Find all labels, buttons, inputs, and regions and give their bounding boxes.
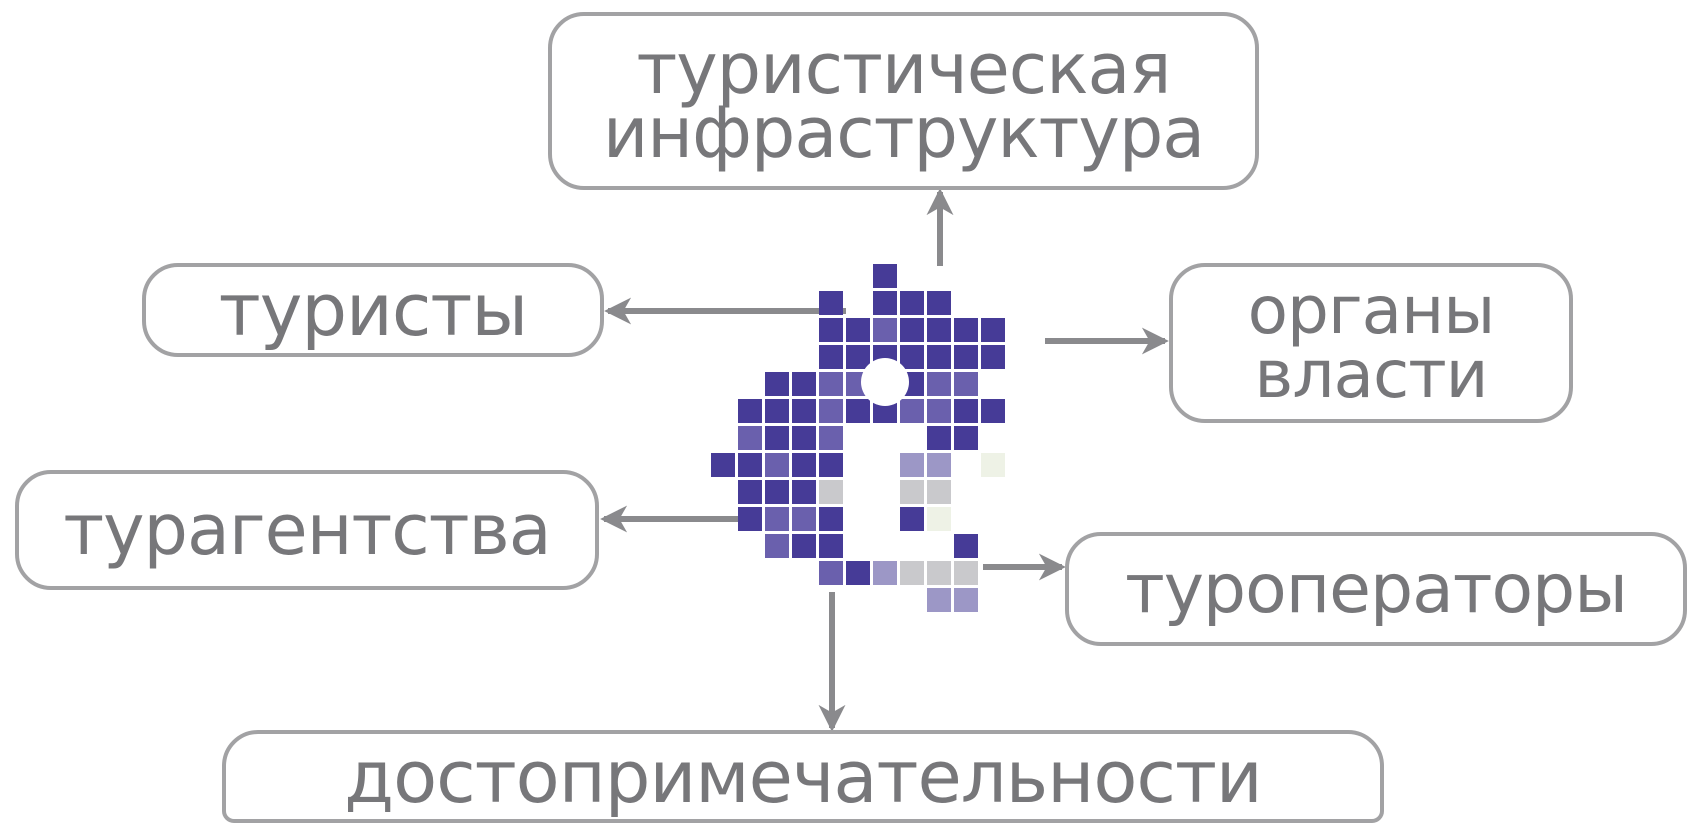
logo-tile [765, 453, 789, 477]
logo-tile [738, 480, 762, 504]
logo-tile [819, 480, 843, 504]
logo-tile [900, 480, 924, 504]
logo-tile [792, 426, 816, 450]
logo-tile [981, 345, 1005, 369]
logo-tile [765, 426, 789, 450]
logo-tile [738, 399, 762, 423]
logo-tile [927, 588, 951, 612]
logo-tile [873, 318, 897, 342]
logo-tile [954, 426, 978, 450]
logo-tile [819, 561, 843, 585]
logo-tile [765, 372, 789, 396]
logo-tile [954, 372, 978, 396]
logo-tile [954, 399, 978, 423]
logo-tile [900, 291, 924, 315]
logo-tile [873, 291, 897, 315]
connector-arrows [600, 188, 1169, 732]
logo-tile [981, 318, 1005, 342]
logo-tile [900, 507, 924, 531]
logo-tile [927, 399, 951, 423]
logo-tile [954, 534, 978, 558]
node-tour-operators-label: туроператоры [1125, 549, 1628, 629]
logo-tile [738, 426, 762, 450]
logo-tile [954, 345, 978, 369]
logo-tile [792, 480, 816, 504]
logo-tile [792, 453, 816, 477]
logo-tile [954, 318, 978, 342]
logo-tile [873, 264, 897, 288]
logo-tile [765, 399, 789, 423]
node-authorities: органы власти [1169, 263, 1573, 423]
logo-tile [900, 561, 924, 585]
pixel-logo-icon [711, 264, 1005, 612]
logo-tile [927, 453, 951, 477]
logo-tile [819, 426, 843, 450]
node-travel-agencies-label: турагентства [63, 489, 551, 571]
logo-tile [819, 453, 843, 477]
logo-tile [954, 561, 978, 585]
logo-tile [981, 453, 1005, 477]
logo-tile [819, 399, 843, 423]
logo-tile [927, 291, 951, 315]
logo-tile [927, 372, 951, 396]
logo-tile [927, 507, 951, 531]
logo-tile [927, 318, 951, 342]
logo-tile [873, 561, 897, 585]
node-tourist-infrastructure-line2: инфраструктура [602, 92, 1205, 174]
logo-tile [846, 561, 870, 585]
node-authorities-line1: органы [1247, 272, 1496, 349]
node-tourists-label: туристы [218, 268, 528, 352]
logo-tile [792, 399, 816, 423]
logo-tile [819, 372, 843, 396]
logo-tile [819, 534, 843, 558]
node-tourist-infrastructure: туристическая инфраструктура [548, 12, 1259, 190]
logo-tile [927, 426, 951, 450]
logo-tile [846, 318, 870, 342]
logo-tile [846, 345, 870, 369]
logo-tile [792, 372, 816, 396]
logo-tile [819, 507, 843, 531]
logo-tile [792, 507, 816, 531]
logo-tile [819, 291, 843, 315]
logo-tile [846, 399, 870, 423]
logo-tile [765, 534, 789, 558]
logo-tile [900, 318, 924, 342]
node-travel-agencies: турагентства [15, 470, 599, 590]
logo-tile [711, 453, 735, 477]
node-attractions: достопримечательности [222, 730, 1384, 823]
logo-tile [792, 534, 816, 558]
logo-tile [981, 399, 1005, 423]
logo-tile [900, 453, 924, 477]
logo-tile [927, 345, 951, 369]
logo-tile [819, 318, 843, 342]
node-tour-operators: туроператоры [1065, 532, 1687, 646]
logo-tile [900, 399, 924, 423]
logo-dot [861, 358, 909, 406]
logo-tile [765, 480, 789, 504]
node-attractions-label: достопримечательности [344, 734, 1262, 819]
logo-tile [738, 453, 762, 477]
node-authorities-line2: власти [1254, 336, 1488, 413]
logo-tile [900, 345, 924, 369]
logo-tile [819, 345, 843, 369]
logo-tile [738, 507, 762, 531]
logo-tile [954, 588, 978, 612]
node-tourists: туристы [142, 263, 604, 357]
node-tourist-infrastructure-line1: туристическая [636, 28, 1171, 110]
logo-tile [927, 561, 951, 585]
logo-tile [765, 507, 789, 531]
logo-tile [927, 480, 951, 504]
